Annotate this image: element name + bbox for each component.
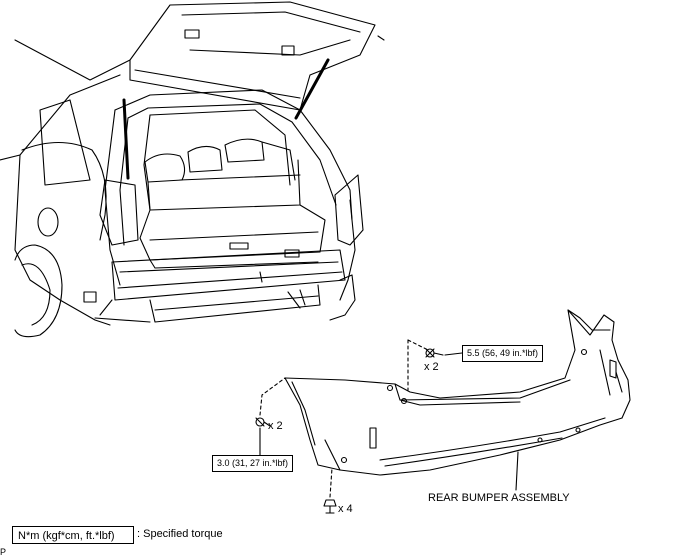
figure-code: P bbox=[0, 547, 7, 557]
upper-callout-leader bbox=[444, 352, 463, 356]
part-label: REAR BUMPER ASSEMBLY bbox=[428, 492, 570, 504]
left-bolt bbox=[255, 417, 271, 427]
part-label-leader bbox=[515, 451, 519, 491]
vehicle-illustration bbox=[0, 1, 385, 338]
torque-legend-box: N*m (kgf*cm, ft.*lbf) bbox=[12, 526, 134, 544]
bottom-quantity-label: x 4 bbox=[338, 503, 353, 515]
left-torque-callout: 3.0 (31, 27 in.*lbf) bbox=[212, 455, 294, 472]
rear-bumper-assembly-illustration bbox=[284, 309, 631, 476]
attachment-lines bbox=[259, 339, 429, 498]
bottom-clip bbox=[323, 499, 337, 514]
upper-bolt bbox=[425, 348, 444, 358]
torque-legend-description: : Specified torque bbox=[137, 528, 223, 540]
upper-quantity-label: x 2 bbox=[424, 361, 439, 373]
upper-torque-callout: 5.5 (56, 49 in.*lbf) bbox=[462, 345, 544, 362]
left-quantity-label: x 2 bbox=[268, 420, 283, 432]
